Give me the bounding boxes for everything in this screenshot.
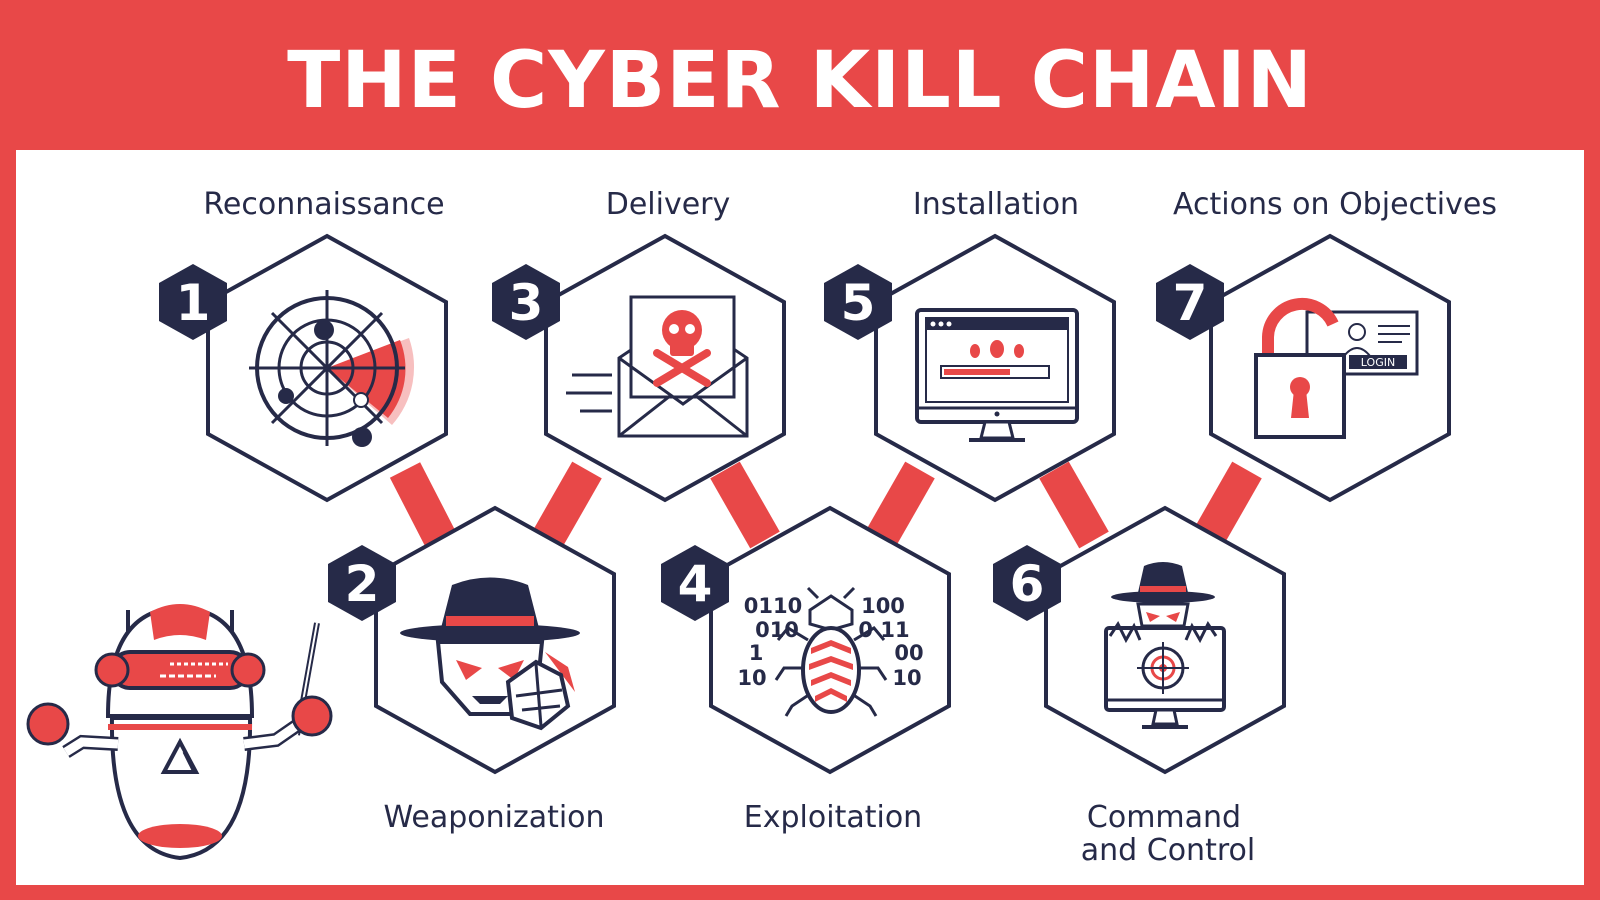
number-badges: 1 2 3 4 5 6 7 xyxy=(159,264,1224,621)
radar-icon xyxy=(249,290,415,447)
bug-icons xyxy=(970,340,1024,358)
label-reconnaissance: Reconnaissance xyxy=(203,187,444,222)
svg-text:1: 1 xyxy=(176,274,211,332)
unlocked-padlock-login-icon: LOGIN xyxy=(1254,297,1419,439)
svg-text:3: 3 xyxy=(509,274,544,332)
binary-left-1: 0110 xyxy=(744,594,802,618)
connector-3-4 xyxy=(710,461,780,549)
badge-step-6: 6 xyxy=(993,545,1061,621)
step-labels: Reconnaissance Weaponization Delivery Ex… xyxy=(203,187,1497,868)
svg-text:6: 6 xyxy=(1010,555,1045,613)
badge-step-4: 4 xyxy=(661,545,729,621)
hacker-target-monitor-icon xyxy=(1104,562,1226,729)
label-actions-on-objectives: Actions on Objectives xyxy=(1173,187,1497,222)
badge-step-3: 3 xyxy=(492,264,560,340)
binary-right-3: 00 xyxy=(894,641,923,665)
grenade-icon xyxy=(505,652,575,731)
label-weaponization: Weaponization xyxy=(383,800,604,835)
binary-right-4: 10 xyxy=(892,666,921,690)
bug-with-binary-icon: 0110 010 1 10 100 0 11 00 10 xyxy=(737,586,924,717)
binary-right-1: 100 xyxy=(861,594,905,618)
svg-text:5: 5 xyxy=(841,274,876,332)
page-title: THE CYBER KILL CHAIN xyxy=(287,36,1313,126)
svg-text:7: 7 xyxy=(1173,274,1208,332)
chain-connectors xyxy=(389,461,1262,549)
badge-step-7: 7 xyxy=(1156,264,1224,340)
label-installation: Installation xyxy=(913,187,1079,222)
robot-logo-icon xyxy=(160,737,200,774)
label-exploitation: Exploitation xyxy=(744,800,922,835)
robot-mascot-icon xyxy=(26,604,333,861)
svg-text:2: 2 xyxy=(345,555,380,613)
svg-text:LOGIN: LOGIN xyxy=(1361,356,1395,369)
badge-step-1: 1 xyxy=(159,264,227,340)
badge-step-2: 2 xyxy=(328,545,396,621)
label-command: Command xyxy=(1087,800,1241,835)
malware-install-monitor-icon xyxy=(915,308,1079,442)
label-and-control: and Control xyxy=(1081,833,1255,868)
connector-2-3 xyxy=(532,461,602,549)
connector-5-6 xyxy=(1039,461,1109,549)
binary-left-3: 1 xyxy=(749,641,764,665)
label-delivery: Delivery xyxy=(606,187,731,222)
badge-step-5: 5 xyxy=(824,264,892,340)
connector-1-2 xyxy=(389,462,457,548)
connector-6-7 xyxy=(1192,461,1262,549)
binary-left-4: 10 xyxy=(737,666,766,690)
hacker-with-grenade-icon xyxy=(400,577,580,731)
svg-text:4: 4 xyxy=(678,555,713,613)
connector-4-5 xyxy=(865,461,935,549)
malicious-email-icon xyxy=(566,295,749,438)
skull-crossbones-icon xyxy=(653,310,711,387)
